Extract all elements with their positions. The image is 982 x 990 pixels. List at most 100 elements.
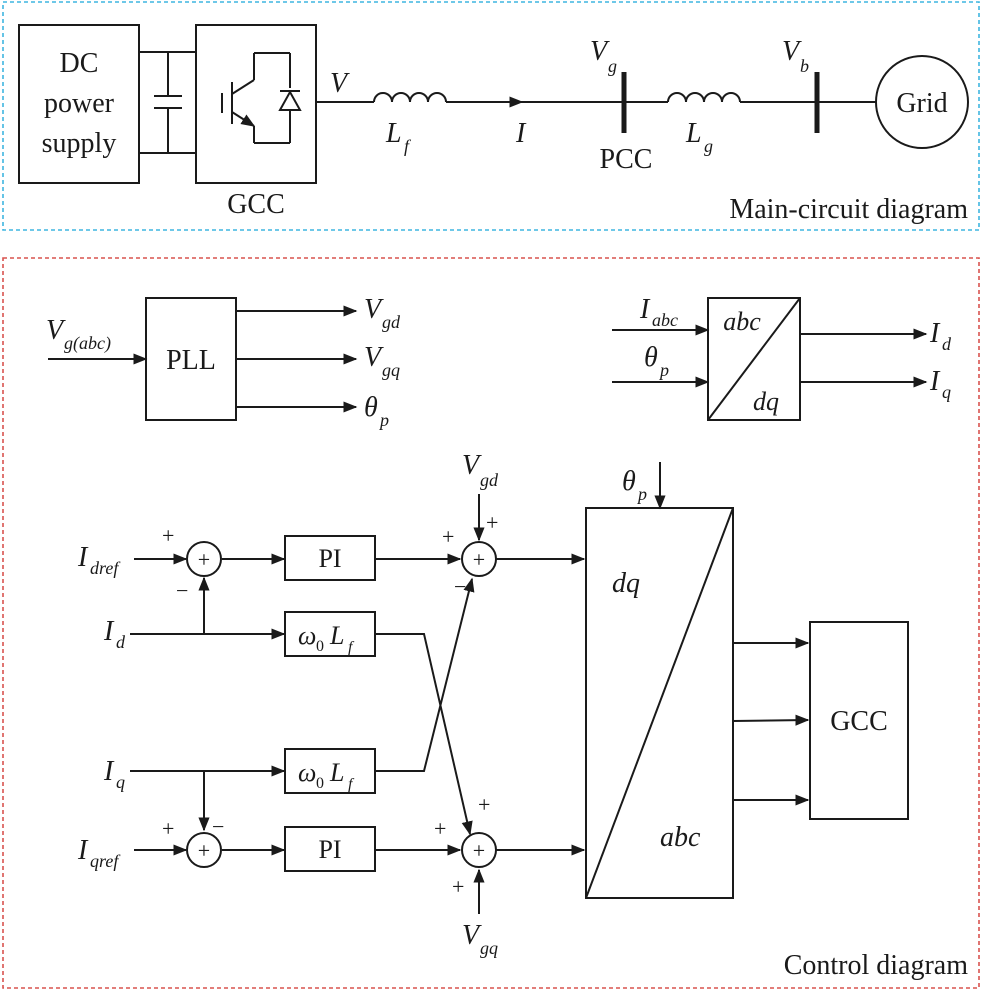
sum-q2-plus-left: + xyxy=(434,816,446,841)
vgd-ff-label: V xyxy=(462,450,482,481)
grid-inductor-label: L xyxy=(685,118,702,149)
svg-text:L: L xyxy=(329,758,344,787)
id-sub: d xyxy=(116,632,126,652)
sum-d2-plus-left: + xyxy=(442,524,454,549)
filter-inductor-sub: f xyxy=(404,136,412,156)
inverse-park-top: dq xyxy=(612,568,640,599)
vb-label: V xyxy=(782,36,802,67)
park-in-iabc-sub: abc xyxy=(652,310,678,330)
pll-out-vgq: V xyxy=(364,342,384,373)
filter-inductor-label: L xyxy=(385,118,402,149)
vgq-ff-label: V xyxy=(462,920,482,951)
svg-text:PI: PI xyxy=(318,835,341,864)
voltage-v-label: V xyxy=(330,68,350,99)
pll-block: PLL V g(abc) V gd V gq θ p xyxy=(46,294,401,430)
pll-out-vgd-sub: gd xyxy=(382,312,401,332)
sum-d1-plus: + xyxy=(162,523,174,548)
vb-sub: b xyxy=(800,56,809,76)
igbt-icon xyxy=(221,52,290,144)
park-top-label: abc xyxy=(723,307,761,336)
vgq-ff-sub: gq xyxy=(480,938,498,958)
pll-input-sub: g(abc) xyxy=(64,333,111,354)
park-out-id: I xyxy=(929,318,941,349)
inductor-icon xyxy=(373,92,447,103)
svg-text:+: + xyxy=(198,547,210,572)
svg-text:L: L xyxy=(329,621,344,650)
summing-junction-q2: + xyxy=(461,832,497,868)
idref-sub: dref xyxy=(90,558,121,578)
svg-text:f: f xyxy=(348,639,355,656)
svg-text:0: 0 xyxy=(316,638,324,655)
theta-input-sub: p xyxy=(636,484,647,504)
grid-inductor-icon xyxy=(667,92,741,103)
vgd-ff-sub: gd xyxy=(480,470,499,490)
main-circuit-title: Main-circuit diagram xyxy=(729,194,968,225)
sum-d2-minus: − xyxy=(454,574,466,599)
pcc-label: PCC xyxy=(600,144,653,175)
park-out-id-sub: d xyxy=(942,334,952,354)
sum-q1-plus: + xyxy=(162,816,174,841)
park-out-iq-sub: q xyxy=(942,382,951,402)
svg-text:0: 0 xyxy=(316,775,324,792)
theta-input-label: θ xyxy=(622,466,636,497)
iqref-label: I xyxy=(77,835,89,866)
park-in-theta-sub: p xyxy=(658,360,669,380)
sum-q2-plus-bottom: + xyxy=(452,874,464,899)
pi-controller-d: PI xyxy=(284,535,376,581)
dc-supply-line2: power xyxy=(44,88,115,119)
inverse-park-bottom: abc xyxy=(660,822,701,853)
converter-label: GCC xyxy=(227,189,285,220)
svg-text:PI: PI xyxy=(318,544,341,573)
idref-label: I xyxy=(77,542,89,573)
capacitor-icon xyxy=(139,51,196,154)
sum-q1-minus: − xyxy=(212,814,224,839)
grid-inductor-sub: g xyxy=(704,136,713,156)
park-in-iabc: I xyxy=(639,294,651,325)
iqref-sub: qref xyxy=(90,851,121,871)
summing-junction-q1: + xyxy=(186,832,222,868)
sum-d2-plus-top: + xyxy=(486,510,498,535)
pll-out-theta: θ xyxy=(364,392,378,423)
inverse-park-block: dq abc xyxy=(585,507,734,899)
pll-out-vgd: V xyxy=(364,294,384,325)
sum-d1-minus: − xyxy=(176,578,188,603)
pll-out-vgq-sub: gq xyxy=(382,360,400,380)
dc-supply-line3: supply xyxy=(42,128,117,159)
svg-text:f: f xyxy=(348,776,355,793)
summing-junction-d1: + xyxy=(186,541,222,577)
park-out-iq: I xyxy=(929,366,941,397)
id-label: I xyxy=(103,616,115,647)
decoupling-block-q: ω 0 L f xyxy=(284,748,376,794)
vg-sub: g xyxy=(608,56,617,76)
park-in-theta: θ xyxy=(644,342,658,373)
pll-label: PLL xyxy=(166,345,216,376)
converter-gcc: GCC xyxy=(195,24,317,220)
vg-label: V xyxy=(590,36,610,67)
diode-icon xyxy=(278,53,302,143)
park-transform-block: abc dq I abc θ p I d I q xyxy=(612,294,952,421)
park-bottom-label: dq xyxy=(753,387,779,416)
gcc-control-block: GCC xyxy=(809,621,909,820)
grid-source xyxy=(875,55,969,149)
svg-text:ω: ω xyxy=(298,621,316,650)
dc-power-supply: DC power supply xyxy=(18,24,140,184)
svg-text:ω: ω xyxy=(298,758,316,787)
decoupling-block-d: ω 0 L f xyxy=(284,611,376,657)
iq-label: I xyxy=(103,756,115,787)
control-frame xyxy=(2,257,980,989)
svg-text:+: + xyxy=(198,838,210,863)
pi-controller-q: PI xyxy=(284,826,376,872)
svg-text:+: + xyxy=(473,547,485,572)
iq-sub: q xyxy=(116,772,125,792)
control-diagram-title: Control diagram xyxy=(784,950,969,981)
sum-q2-plus-top: + xyxy=(478,792,490,817)
pll-input-label: V xyxy=(46,315,66,346)
pll-out-theta-sub: p xyxy=(378,410,389,430)
summing-junction-d2: + xyxy=(461,541,497,577)
grid-label: Grid xyxy=(896,88,947,119)
dc-supply-line1: DC xyxy=(60,48,99,79)
svg-text:+: + xyxy=(473,838,485,863)
gcc-control-label: GCC xyxy=(830,706,888,737)
current-i-label: I xyxy=(515,118,527,149)
